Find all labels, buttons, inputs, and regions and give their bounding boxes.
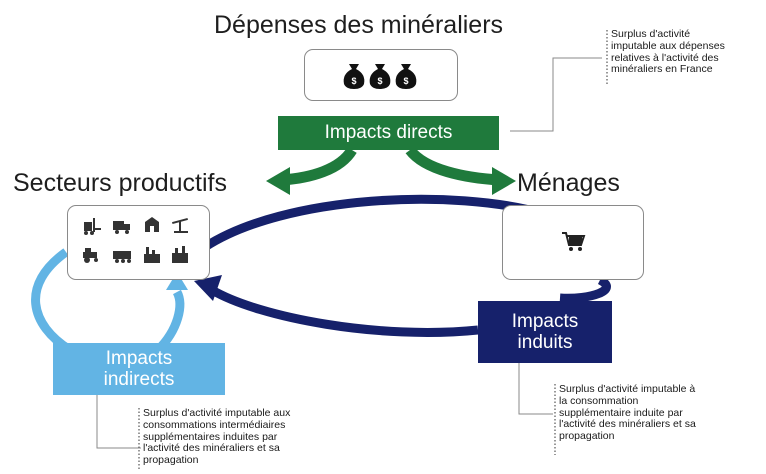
money-bag-icon: $ bbox=[369, 64, 391, 89]
direct-arrow-left-head bbox=[266, 167, 290, 195]
indirects-note-line: Surplus d'activité imputable aux bbox=[143, 407, 291, 419]
plant-icon bbox=[172, 246, 188, 263]
induits-note-line: propagation bbox=[559, 430, 615, 442]
direct-arrow-right-head bbox=[492, 167, 516, 195]
indirect-loop-right bbox=[154, 289, 185, 354]
induits-note-line: l'activité des minéraliers et sa bbox=[559, 418, 696, 431]
depenses-card: $ $ $ bbox=[304, 49, 458, 101]
induits-note-line: supplémentaire induite par bbox=[559, 406, 683, 419]
train-icon bbox=[113, 251, 131, 263]
svg-text:$: $ bbox=[403, 76, 408, 86]
induits-note: Surplus d'activité imputable à la consom… bbox=[559, 383, 696, 443]
indirects-note-line: supplémentaires induites par bbox=[143, 430, 278, 443]
menages-card bbox=[502, 205, 644, 280]
indirects-note-leader bbox=[96, 395, 141, 449]
shopping-cart-icon bbox=[562, 232, 586, 251]
impacts-directs-box: Impacts directs bbox=[278, 116, 499, 150]
indirect-arrowhead bbox=[166, 272, 188, 290]
direct-arrow-right-shaft bbox=[405, 146, 501, 186]
factory-icon bbox=[145, 217, 159, 232]
induits-note-line: la consommation bbox=[559, 394, 639, 407]
induced-loop-right bbox=[559, 275, 611, 303]
impacts-indirects-line-1: Impacts bbox=[105, 347, 173, 369]
indirects-note-line: consommations intermédiaires bbox=[143, 418, 286, 431]
money-bag-icon: $ bbox=[395, 64, 417, 89]
indirects-note-line: l'activité des minéraliers et sa bbox=[143, 442, 280, 455]
directs-note-line: imputable aux dépenses bbox=[611, 39, 725, 52]
directs-note-leader bbox=[510, 57, 602, 132]
svg-text:$: $ bbox=[377, 76, 382, 86]
truck-icon bbox=[113, 221, 130, 234]
secteurs-card bbox=[67, 205, 210, 280]
induits-note-leader bbox=[518, 363, 553, 415]
induced-arrowhead bbox=[194, 275, 222, 301]
impacts-induits-line-2: induits bbox=[517, 332, 573, 353]
directs-note-line: minéraliers en France bbox=[611, 63, 713, 76]
directs-note: Surplus d'activité imputable aux dépense… bbox=[611, 28, 725, 76]
impacts-indirects-line-2: indirects bbox=[103, 369, 175, 390]
svg-text:$: $ bbox=[351, 76, 356, 86]
directs-note-line: Surplus d'activité bbox=[611, 28, 691, 40]
directs-note-line: relatives à l'activité des bbox=[611, 51, 719, 64]
direct-arrow-left-shaft bbox=[281, 146, 357, 186]
tractor-icon bbox=[83, 248, 98, 263]
impacts-induits-box: Impacts induits bbox=[478, 301, 612, 363]
secteurs-title: Secteurs productifs bbox=[13, 169, 227, 197]
depenses-title: Dépenses des minéraliers bbox=[214, 11, 504, 39]
indirect-loop-left bbox=[31, 248, 73, 354]
impacts-induits-line-1: Impacts bbox=[511, 310, 579, 332]
indirects-note: Surplus d'activité imputable aux consomm… bbox=[143, 407, 291, 467]
impacts-directs-label: Impacts directs bbox=[324, 122, 453, 144]
indirects-note-line: propagation bbox=[143, 454, 199, 466]
forklift-icon bbox=[84, 218, 101, 235]
money-bag-icon: $ bbox=[343, 64, 365, 89]
induits-note-line: Surplus d'activité imputable à bbox=[559, 383, 696, 395]
impacts-indirects-box: Impacts indirects bbox=[53, 343, 225, 395]
menages-title: Ménages bbox=[517, 169, 620, 197]
pump-jack-icon bbox=[172, 217, 188, 233]
money-bags: $ $ $ bbox=[343, 64, 417, 89]
induced-loop-top bbox=[202, 194, 547, 251]
induced-loop-bottom bbox=[209, 286, 479, 337]
sector-icons bbox=[83, 217, 188, 263]
industry-icon bbox=[144, 247, 160, 263]
